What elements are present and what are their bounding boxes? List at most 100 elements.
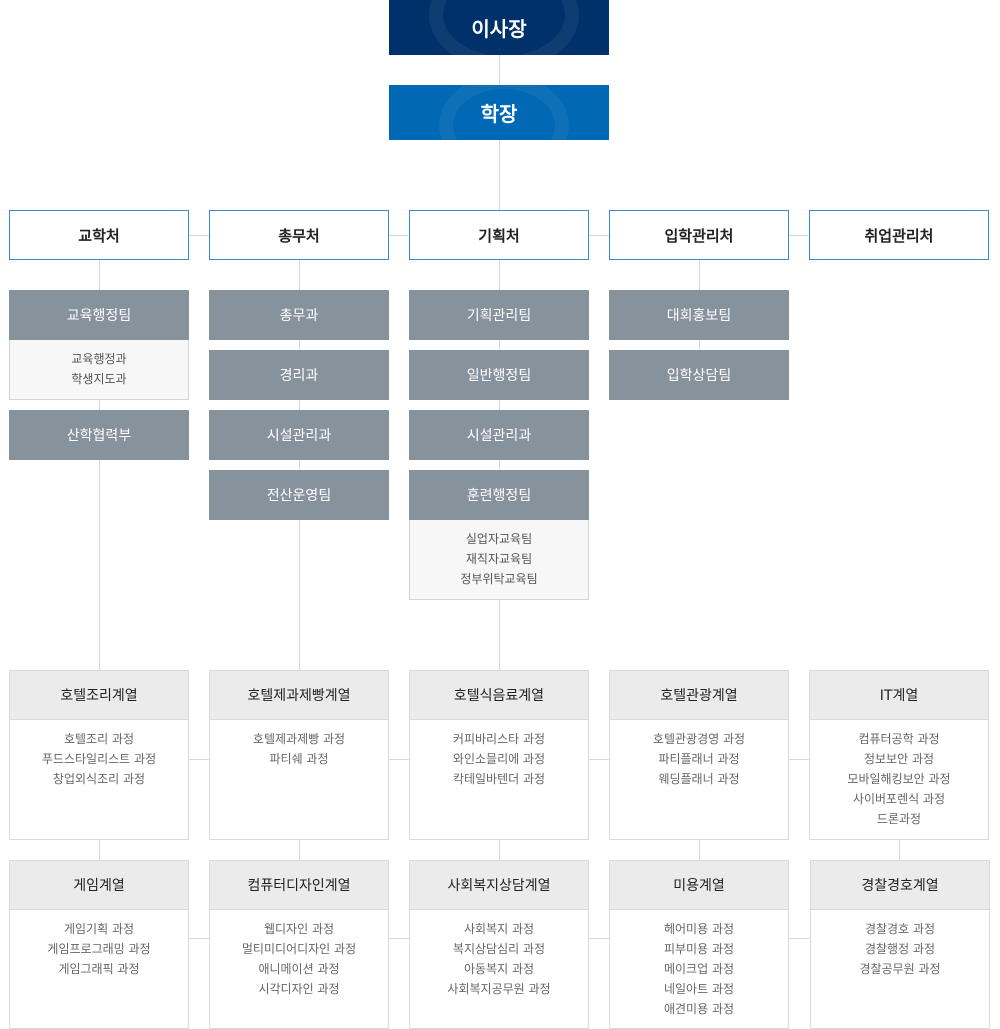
course-item[interactable]: 웨딩플래너 과정: [658, 772, 740, 786]
team-box[interactable]: 전산운영팀: [209, 470, 389, 520]
sub-team-item[interactable]: 학생지도과: [71, 372, 127, 386]
course-item[interactable]: 게임그래픽 과정: [58, 962, 140, 976]
connector-line: [299, 260, 300, 670]
connector-line: [499, 55, 500, 85]
connector-line: [499, 840, 500, 860]
course-item[interactable]: 파티플래너 과정: [658, 752, 740, 766]
department-box[interactable]: 취업관리처: [809, 210, 989, 260]
series-title[interactable]: 호텔관광계열: [610, 671, 788, 720]
department-box[interactable]: 교학처: [9, 210, 189, 260]
sub-team-item[interactable]: 교육행정과: [71, 352, 127, 366]
team-box[interactable]: 대회홍보팀: [609, 290, 789, 340]
chairman-label: 이사장: [471, 17, 527, 41]
course-item[interactable]: 애니메이션 과정: [258, 962, 340, 976]
course-item[interactable]: 메이크업 과정: [663, 962, 735, 976]
course-item[interactable]: 호텔조리 과정: [63, 732, 135, 746]
connector-line: [299, 840, 300, 860]
team-box[interactable]: 교육행정팀: [9, 290, 189, 340]
course-item[interactable]: 경찰행정 과정: [864, 942, 936, 956]
course-item[interactable]: 컴퓨터공학 과정: [858, 732, 940, 746]
team-box[interactable]: 시설관리과: [209, 410, 389, 460]
course-item[interactable]: 복지상담심리 과정: [452, 942, 546, 956]
course-item[interactable]: 애견미용 과정: [663, 1002, 735, 1016]
course-item[interactable]: 창업외식조리 과정: [52, 772, 146, 786]
team-box[interactable]: 시설관리과: [409, 410, 589, 460]
department-box[interactable]: 입학관리처: [609, 210, 789, 260]
course-item[interactable]: 헤어미용 과정: [663, 922, 735, 936]
course-item[interactable]: 드론과정: [876, 812, 922, 826]
series-title[interactable]: 호텔조리계열: [10, 671, 188, 720]
course-item[interactable]: 멀티미디어디자인 과정: [241, 942, 357, 956]
course-item[interactable]: 피부미용 과정: [663, 942, 735, 956]
president-box[interactable]: 학장: [389, 85, 609, 140]
series-title[interactable]: 호텔식음료계열: [410, 671, 588, 720]
course-item[interactable]: 사회복지공무원 과정: [447, 982, 551, 996]
course-item[interactable]: 웹디자인 과정: [263, 922, 335, 936]
chairman-box[interactable]: 이사장: [389, 0, 609, 55]
course-item[interactable]: 호텔관광경영 과정: [652, 732, 746, 746]
connector-line: [899, 840, 900, 860]
course-item[interactable]: 정보보안 과정: [863, 752, 935, 766]
course-item[interactable]: 게임기획 과정: [63, 922, 135, 936]
connector-line: [499, 140, 500, 210]
team-box[interactable]: 입학상담팀: [609, 350, 789, 400]
course-item[interactable]: 모바일해킹보안 과정: [847, 772, 951, 786]
connector-line: [499, 260, 500, 670]
course-item[interactable]: 칵테일바텐더 과정: [452, 772, 546, 786]
course-item[interactable]: 네일아트 과정: [663, 982, 735, 996]
series-title[interactable]: 미용계열: [610, 861, 788, 910]
series-title[interactable]: 게임계열: [10, 861, 188, 910]
course-item[interactable]: 호텔제과제빵 과정: [252, 732, 346, 746]
series-title[interactable]: 컴퓨터디자인계열: [210, 861, 388, 910]
president-label: 학장: [480, 102, 518, 126]
connector-line: [699, 840, 700, 860]
team-box[interactable]: 훈련행정팀: [409, 470, 589, 520]
course-item[interactable]: 푸드스타일리스트 과정: [41, 752, 157, 766]
department-box[interactable]: 총무처: [209, 210, 389, 260]
sub-team-item[interactable]: 실업자교육팀: [465, 532, 533, 546]
connector-line: [99, 260, 100, 670]
team-box[interactable]: 경리과: [209, 350, 389, 400]
sub-team-item[interactable]: 정부위탁교육팀: [460, 572, 538, 586]
course-item[interactable]: 사회복지 과정: [463, 922, 535, 936]
team-box[interactable]: 총무과: [209, 290, 389, 340]
series-title[interactable]: IT계열: [810, 671, 988, 720]
course-item[interactable]: 게임프로그래밍 과정: [47, 942, 151, 956]
team-box[interactable]: 일반행정팀: [409, 350, 589, 400]
department-box[interactable]: 기획처: [409, 210, 589, 260]
series-title[interactable]: 호텔제과제빵계열: [210, 671, 388, 720]
course-item[interactable]: 경찰경호 과정: [864, 922, 936, 936]
series-title[interactable]: 경찰경호계열: [811, 861, 989, 910]
sub-team-item[interactable]: 재직자교육팀: [465, 552, 533, 566]
course-item[interactable]: 경찰공무원 과정: [859, 962, 941, 976]
course-item[interactable]: 커피바리스타 과정: [452, 732, 546, 746]
course-item[interactable]: 아동복지 과정: [463, 962, 535, 976]
course-item[interactable]: 시각디자인 과정: [258, 982, 340, 996]
course-item[interactable]: 와인소믈리에 과정: [452, 752, 546, 766]
course-item[interactable]: 사이버포렌식 과정: [852, 792, 946, 806]
course-item[interactable]: 파티쉐 과정: [269, 752, 329, 766]
team-box[interactable]: 기획관리팀: [409, 290, 589, 340]
team-box[interactable]: 산학협력부: [9, 410, 189, 460]
series-title[interactable]: 사회복지상담계열: [410, 861, 588, 910]
